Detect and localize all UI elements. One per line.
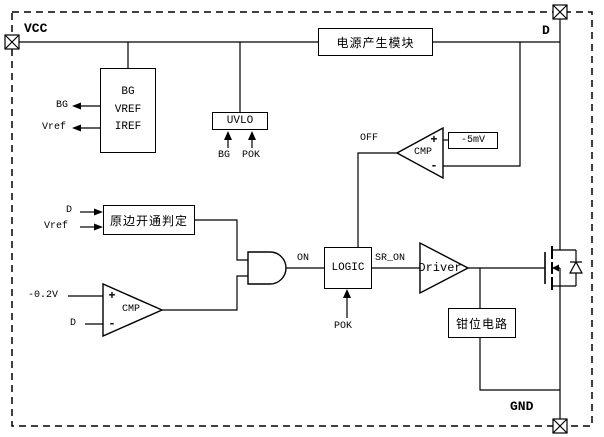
and-gate (247, 251, 287, 285)
vcc-pin-icon (4, 34, 20, 50)
cmp-top-triangle (395, 126, 444, 180)
bg-out-label: BG (56, 100, 69, 111)
wire-drain-sense (443, 42, 521, 167)
neg02-label: -0.2V (28, 290, 59, 301)
uvlo-block: UVLO (212, 112, 268, 130)
pok-label: POK (334, 321, 353, 332)
drain-pin-icon (552, 4, 568, 20)
wire-clamp-gnd (479, 338, 560, 391)
cmp-bottom-label: CMP (121, 304, 141, 315)
cmp-top-plus: + (430, 133, 438, 147)
gnd-pin-icon (552, 418, 568, 434)
mosfet-body-arrow (552, 264, 559, 272)
vref-in-label: Vref (44, 221, 69, 232)
logic-block: LOGIC (324, 247, 372, 289)
driver-triangle (419, 241, 470, 295)
gnd-pin-label: GND (510, 399, 534, 414)
uvlo-pok-arrow (248, 131, 256, 140)
drain-pin-label: D (542, 23, 550, 38)
uvlo-pok-label: POK (242, 150, 261, 161)
wire-cmp-to-and (162, 275, 248, 311)
primary-on-detect-block: 原边开通判定 (103, 205, 195, 235)
threshold-box: -5mV (448, 132, 498, 149)
cmp-bottom-triangle (102, 282, 164, 338)
cmp-bottom-plus: + (108, 289, 116, 303)
off-label: OFF (360, 133, 379, 144)
on-label: ON (297, 253, 310, 264)
driver-label: Driver (418, 261, 462, 275)
d-sense-label: D (70, 318, 77, 329)
ref-block-vref: VREF (114, 103, 142, 116)
cmp-top-label: CMP (413, 147, 433, 158)
vref-in-arrow (94, 223, 103, 231)
power-module-block: 电源产生模块 (318, 28, 433, 56)
cmp-bottom-minus: - (108, 317, 116, 331)
mosfet (544, 246, 584, 290)
ref-block: BG VREF IREF (100, 68, 156, 153)
ref-block-iref: IREF (114, 121, 142, 134)
cmp-top-minus: - (430, 159, 438, 173)
clamp-block: 钳位电路 (448, 308, 516, 338)
bg-out-arrow (72, 102, 81, 110)
vref-out-label: Vref (42, 122, 67, 133)
arrowheads (72, 102, 351, 298)
wire-off (357, 152, 397, 247)
sr-on-label: SR_ON (375, 253, 406, 264)
ref-block-bg: BG (121, 86, 135, 99)
d-in-arrow (94, 208, 103, 216)
vcc-pin-label: VCC (24, 21, 48, 36)
uvlo-bg-arrow (224, 131, 232, 140)
wire-primary-to-and (195, 219, 248, 261)
gates (102, 126, 470, 338)
pok-arrow (343, 289, 351, 298)
vref-out-arrow (72, 124, 81, 132)
chip-boundary (11, 11, 593, 427)
d-in-label: D (66, 205, 73, 216)
body-diode-triangle (568, 260, 584, 274)
package-pins (4, 4, 568, 434)
uvlo-bg-label: BG (218, 150, 231, 161)
wires (19, 19, 561, 419)
